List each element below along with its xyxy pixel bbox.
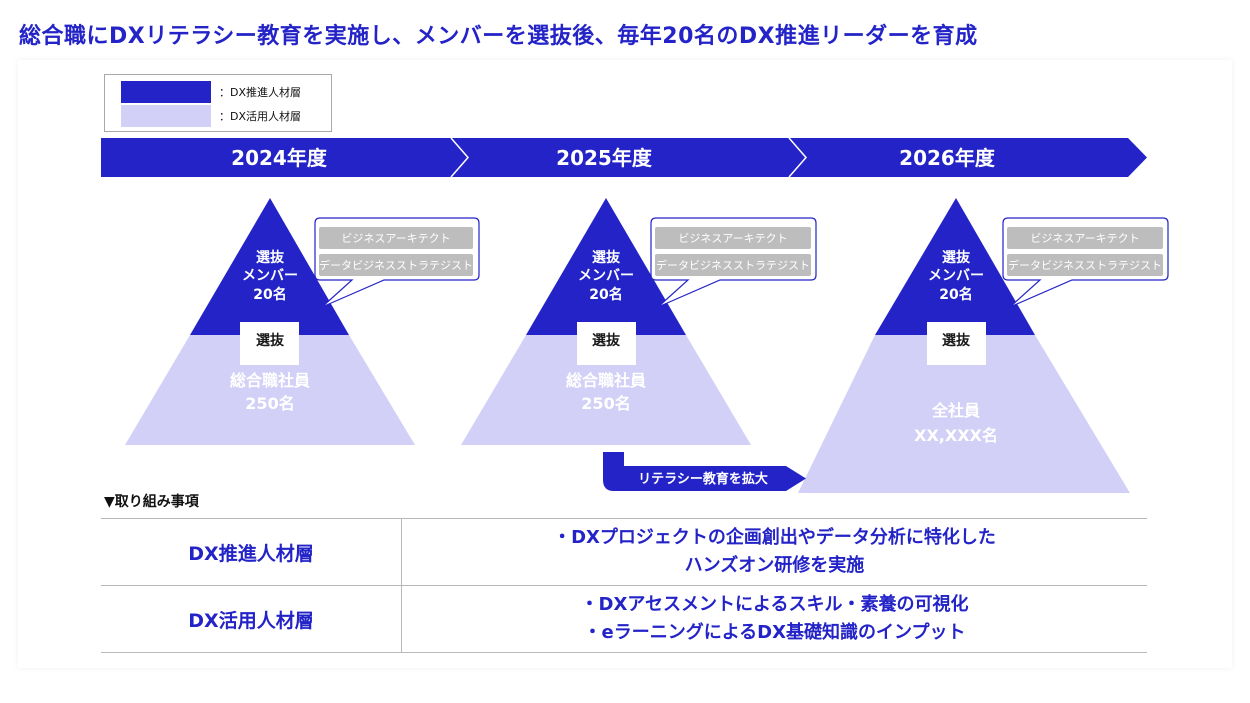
table-row: DX活用人材層 ・DXアセスメントによるスキル・素養の可視化 ・eラーニングによ… — [101, 585, 1147, 653]
role-label: データビジネスストラテジスト — [656, 258, 810, 272]
role-box — [319, 227, 473, 249]
select-box — [927, 322, 986, 365]
pyramid-base — [125, 335, 415, 445]
pyramid-tip — [875, 198, 1035, 335]
base-text: 総合職社員 — [566, 371, 646, 390]
timeline-band — [101, 138, 1147, 177]
tip-text: メンバー — [242, 268, 298, 284]
row-label: DX推進人材層 — [101, 519, 402, 585]
row-content-line: ・DXアセスメントによるスキル・素養の可視化 — [580, 594, 969, 615]
row-content: ・DXアセスメントによるスキル・素養の可視化 ・eラーニングによるDX基礎知識の… — [402, 586, 1147, 652]
tip-text: 選抜 — [942, 249, 971, 266]
legend-item-utilization: ：DX活用人材層 — [121, 105, 301, 127]
table-row: DX推進人材層 ・DXプロジェクトの企画創出やデータ分析に特化した ハンズオン研… — [101, 518, 1147, 585]
role-box — [319, 254, 473, 276]
pyramid-2024: 選抜 選抜 メンバー 20名 総合職社員 250名 ビジネスアーキテクト データ… — [125, 198, 480, 445]
role-label: ビジネスアーキテクト — [1030, 232, 1139, 245]
pyramid-tip — [190, 198, 349, 335]
role-box — [655, 227, 811, 249]
timeline-separator — [450, 137, 469, 178]
row-content-line: ・DXプロジェクトの企画創出やデータ分析に特化した — [553, 527, 996, 548]
year-label-2025: 2025年度 — [556, 146, 653, 170]
pyramid-tip — [526, 198, 686, 335]
select-box — [577, 322, 636, 365]
base-text: 250名 — [245, 394, 294, 413]
select-box — [240, 322, 299, 365]
legend-label: ：DX活用人材層 — [219, 110, 302, 123]
base-text: XX,XXX名 — [914, 426, 998, 445]
legend-swatch-light — [121, 105, 211, 127]
timeline-separator — [788, 137, 807, 178]
role-box — [1007, 254, 1163, 276]
row-content-line: ・eラーニングによるDX基礎知識のインプット — [583, 622, 966, 643]
legend-label: ：DX推進人材層 — [219, 86, 302, 99]
legend-swatch-dark — [121, 81, 211, 103]
base-text: 総合職社員 — [230, 371, 310, 390]
select-label: 選抜 — [256, 332, 285, 349]
expansion-arrow-shape — [603, 452, 806, 491]
legend: ：DX推進人材層 ：DX活用人材層 — [104, 74, 332, 132]
page-title: 総合職にDXリテラシー教育を実施し、メンバーを選抜後、毎年20名のDX推進リーダ… — [19, 24, 978, 49]
tip-text: 選抜 — [592, 249, 621, 266]
base-text: 250名 — [581, 394, 630, 413]
role-box — [655, 254, 811, 276]
tip-text: 20名 — [589, 286, 622, 303]
tip-text: 20名 — [939, 286, 972, 303]
pyramid-2025: 選抜 選抜 メンバー 20名 総合職社員 250名 ビジネスアーキテクト データ… — [461, 198, 817, 445]
pyramid-base — [798, 335, 1130, 493]
activities-title: ▼取り組み事項 — [104, 494, 199, 510]
tip-text: メンバー — [578, 268, 634, 284]
role-label: データビジネスストラテジスト — [1008, 258, 1162, 272]
role-label: データビジネスストラテジスト — [319, 258, 473, 272]
role-label: ビジネスアーキテクト — [341, 232, 450, 245]
pyramid-2026: 選抜 選抜 メンバー 20名 全社員 XX,XXX名 ビジネスアーキテクト デー… — [798, 198, 1169, 493]
tip-text: 20名 — [253, 286, 286, 303]
pyramid-base — [461, 335, 751, 445]
legend-item-promotion: ：DX推進人材層 — [121, 81, 301, 103]
select-label: 選抜 — [942, 332, 971, 349]
expansion-arrow-label: リテラシー教育を拡大 — [638, 471, 768, 487]
year-label-2026: 2026年度 — [899, 146, 996, 170]
timeline-bar: 2024年度 2025年度 2026年度 — [101, 137, 1147, 178]
year-label-2024: 2024年度 — [231, 146, 328, 170]
activities-table: DX推進人材層 ・DXプロジェクトの企画創出やデータ分析に特化した ハンズオン研… — [101, 518, 1147, 653]
row-content-line: ハンズオン研修を実施 — [684, 555, 865, 576]
select-label: 選抜 — [592, 332, 621, 349]
row-label: DX活用人材層 — [101, 586, 402, 652]
row-content: ・DXプロジェクトの企画創出やデータ分析に特化した ハンズオン研修を実施 — [402, 519, 1147, 585]
role-label: ビジネスアーキテクト — [678, 232, 787, 245]
expansion-arrow: リテラシー教育を拡大 — [603, 452, 806, 491]
tip-text: 選抜 — [256, 249, 285, 266]
tip-text: メンバー — [928, 268, 984, 284]
role-box — [1007, 227, 1163, 249]
base-text: 全社員 — [931, 401, 980, 420]
